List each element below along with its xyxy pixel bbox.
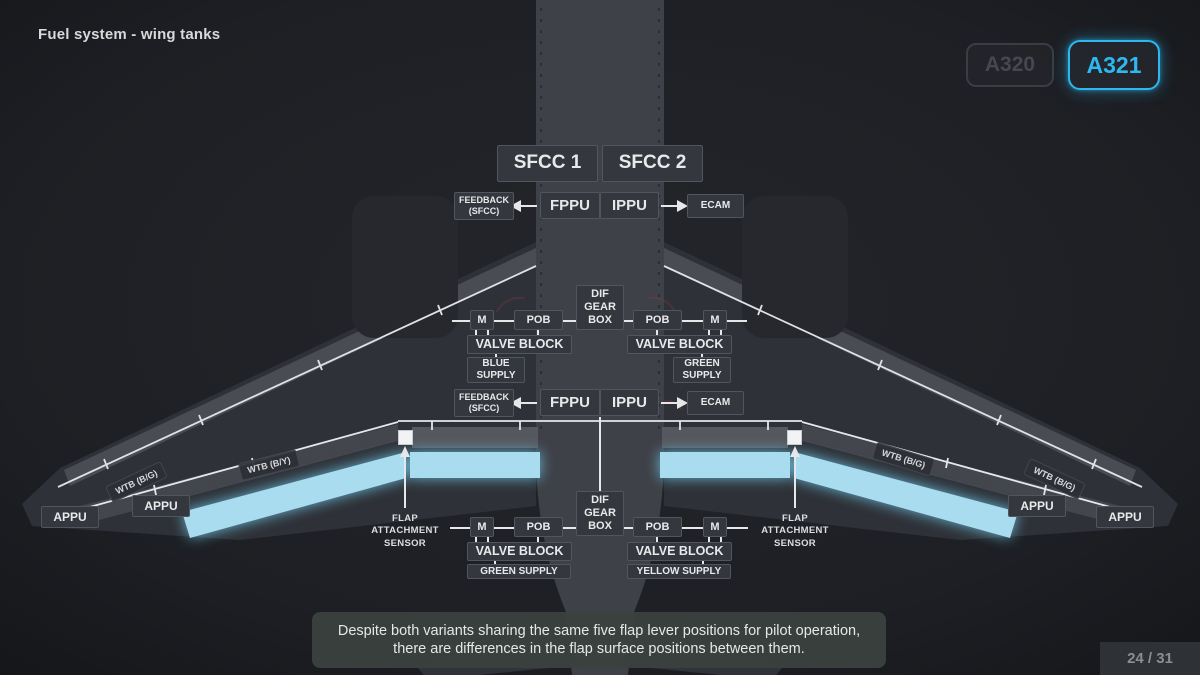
sensor-arrow-up-icon xyxy=(400,446,410,508)
box-sfcc-2: SFCC 2 xyxy=(602,145,703,182)
box-motor-upper-left: M xyxy=(470,310,494,330)
box-ecam-upper: ECAM xyxy=(687,194,744,218)
box-feedback-sfcc-upper: FEEDBACK (SFCC) xyxy=(454,192,514,220)
box-motor-lower-right: M xyxy=(703,517,727,537)
box-valve-block-upper-right: VALVE BLOCK xyxy=(627,335,732,354)
arrow-left-icon xyxy=(510,200,537,212)
box-motor-upper-right: M xyxy=(703,310,727,330)
page-counter: 24 / 31 xyxy=(1100,642,1200,675)
box-ippu-upper: IPPU xyxy=(600,192,659,219)
box-pob-upper-left: POB xyxy=(514,310,563,330)
page-title: Fuel system - wing tanks xyxy=(38,26,221,43)
box-sfcc-1: SFCC 1 xyxy=(497,145,598,182)
box-ippu-lower: IPPU xyxy=(600,389,659,416)
box-pob-upper-right: POB xyxy=(633,310,682,330)
box-valve-block-lower-left: VALVE BLOCK xyxy=(467,542,572,561)
box-dif-gear-box-upper: DIF GEAR BOX xyxy=(576,285,624,330)
box-yellow-supply: YELLOW SUPPLY xyxy=(627,564,731,579)
label-flap-attachment-sensor-right: FLAP ATTACHMENT SENSOR xyxy=(761,513,829,549)
box-green-supply-lower: GREEN SUPPLY xyxy=(467,564,571,579)
variant-button-a321[interactable]: A321 xyxy=(1068,40,1160,90)
engine-left xyxy=(352,196,458,338)
box-appu-right-outboard: APPU xyxy=(1096,506,1154,528)
variant-button-a320[interactable]: A320 xyxy=(966,43,1054,87)
engine-right xyxy=(742,196,848,338)
box-appu-right-inboard: APPU xyxy=(1008,495,1066,517)
component-connectors xyxy=(450,320,748,564)
box-ecam-lower: ECAM xyxy=(687,391,744,415)
caption-text: Despite both variants sharing the same f… xyxy=(337,622,861,657)
box-pob-lower-left: POB xyxy=(514,517,563,537)
box-pob-lower-right: POB xyxy=(633,517,682,537)
variant-toggle: A320 A321 xyxy=(966,40,1160,90)
slat-drive-lines xyxy=(57,265,1143,488)
flap-highlights xyxy=(182,452,1018,538)
flap-sensor-marker-left xyxy=(398,430,413,445)
box-valve-block-lower-right: VALVE BLOCK xyxy=(627,542,732,561)
arrow-left-icon xyxy=(510,397,537,409)
caption-box: Despite both variants sharing the same f… xyxy=(312,612,886,668)
arrow-right-icon xyxy=(661,397,688,409)
box-valve-block-upper-left: VALVE BLOCK xyxy=(467,335,572,354)
box-feedback-sfcc-lower: FEEDBACK (SFCC) xyxy=(454,389,514,417)
arrow-right-icon xyxy=(661,200,688,212)
box-fppu-upper: FPPU xyxy=(540,192,600,219)
box-dif-gear-box-lower: DIF GEAR BOX xyxy=(576,491,624,536)
box-fppu-lower: FPPU xyxy=(540,389,600,416)
box-appu-left-inboard: APPU xyxy=(132,495,190,517)
sensor-arrow-up-icon xyxy=(790,446,800,508)
flap-sensor-marker-right xyxy=(787,430,802,445)
box-motor-lower-left: M xyxy=(470,517,494,537)
box-blue-supply: BLUE SUPPLY xyxy=(467,357,525,383)
box-appu-left-outboard: APPU xyxy=(41,506,99,528)
label-flap-attachment-sensor-left: FLAP ATTACHMENT SENSOR xyxy=(371,513,439,549)
box-green-supply-upper: GREEN SUPPLY xyxy=(673,357,731,383)
